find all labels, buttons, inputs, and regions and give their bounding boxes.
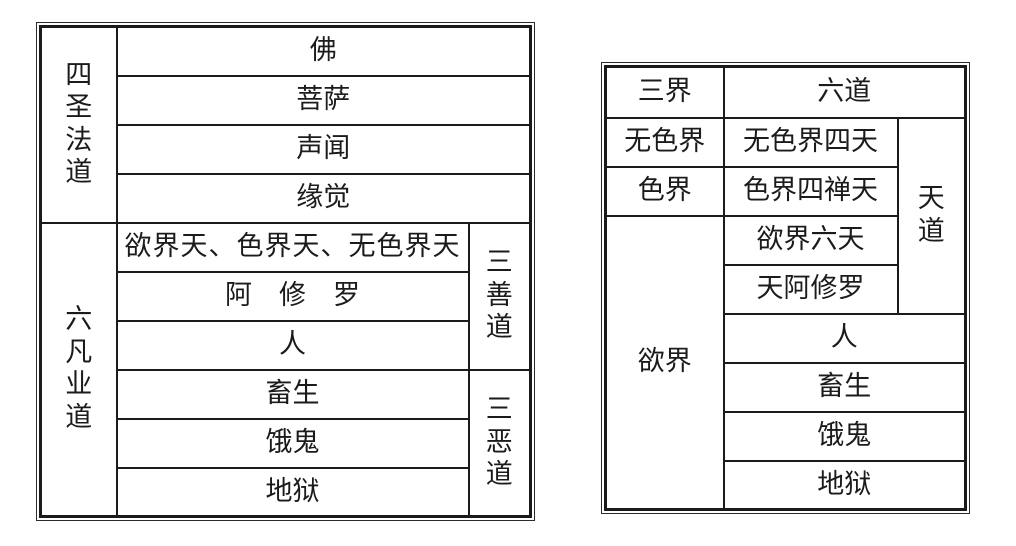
cell-hungry-ghost: 饿鬼: [115, 417, 470, 469]
cell-hell-right: 地狱: [722, 459, 967, 511]
cell-three-realms-header: 三界: [604, 65, 725, 119]
cell-six-ordinary-paths-label: 六 凡 业 道: [39, 221, 118, 518]
cell-desire-six-heavens: 欲界六天: [722, 214, 899, 266]
cell-three-good-paths-label: 三 善 道: [467, 221, 532, 371]
cell-formless-four-heavens: 无色界四天: [722, 116, 899, 168]
cell-heaven-asura: 天阿修罗: [722, 263, 899, 315]
three-realms-six-paths-table: 三界 六道 无色界 无色界四天 天 道 色界 色界四禅天 欲界 欲界六天 天阿修…: [604, 65, 967, 511]
cell-six-paths-header: 六道: [722, 65, 967, 119]
cell-three-realm-heavens: 欲界天、色界天、无色界天: [115, 221, 470, 273]
ten-realms-table: 四 圣 法 道 佛 菩萨 声闻 缘觉 六 凡 业 道 欲界天、色界天、无色界天 …: [39, 25, 532, 518]
cell-pratyekabuddha: 缘觉: [115, 172, 532, 224]
ten-realms-table-wrapper: 四 圣 法 道 佛 菩萨 声闻 缘觉 六 凡 业 道 欲界天、色界天、无色界天 …: [36, 22, 535, 521]
cell-animal: 畜生: [115, 368, 470, 420]
cell-formless-realm: 无色界: [604, 116, 725, 168]
cell-shravaka: 声闻: [115, 123, 532, 175]
cell-animal-right: 畜生: [722, 361, 967, 413]
cell-heaven-path-label: 天 道: [896, 116, 967, 315]
cell-asura: 阿 修 罗: [115, 270, 470, 322]
cell-form-four-dhyana-heavens: 色界四禅天: [722, 165, 899, 217]
cell-three-evil-paths-label: 三 恶 道: [467, 368, 532, 518]
cell-form-realm: 色界: [604, 165, 725, 217]
cell-human-right: 人: [722, 312, 967, 364]
cell-desire-realm: 欲界: [604, 214, 725, 511]
cell-hungry-ghost-right: 饿鬼: [722, 410, 967, 462]
cell-bodhisattva: 菩萨: [115, 74, 532, 126]
cell-hell: 地狱: [115, 466, 470, 518]
cell-four-sacred-paths-label: 四 圣 法 道: [39, 25, 118, 224]
cell-human: 人: [115, 319, 470, 371]
cell-buddha: 佛: [115, 25, 532, 77]
three-realms-six-paths-table-wrapper: 三界 六道 无色界 无色界四天 天 道 色界 色界四禅天 欲界 欲界六天 天阿修…: [601, 62, 970, 514]
